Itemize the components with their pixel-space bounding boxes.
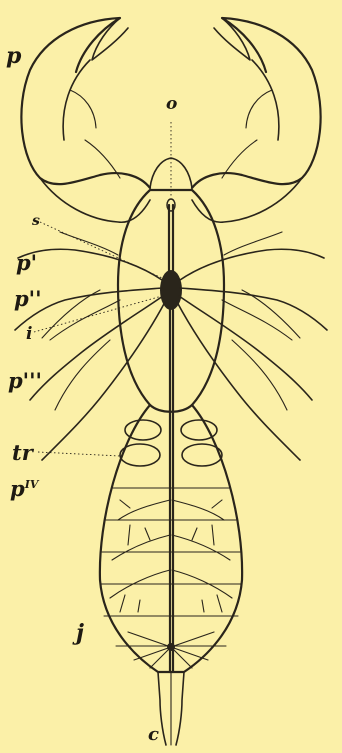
label-i: i: [26, 326, 32, 343]
left-pedipalp: [21, 18, 150, 222]
label-p4: pIV: [10, 478, 38, 499]
right-leg-nerves: [177, 232, 327, 460]
label-p3: p''': [8, 370, 42, 391]
left-leg-nerves: [15, 232, 165, 460]
label-p1: p': [16, 252, 37, 273]
right-pedipalp: [192, 18, 321, 222]
label-p2: p'': [14, 288, 42, 309]
label-p4-superscript: IV: [25, 478, 39, 491]
label-tr: tr: [12, 442, 33, 463]
label-j: j: [76, 622, 84, 644]
label-o: o: [166, 96, 177, 113]
label-s: s: [32, 214, 40, 228]
label-c: c: [148, 726, 159, 744]
label-p: p: [6, 45, 21, 67]
